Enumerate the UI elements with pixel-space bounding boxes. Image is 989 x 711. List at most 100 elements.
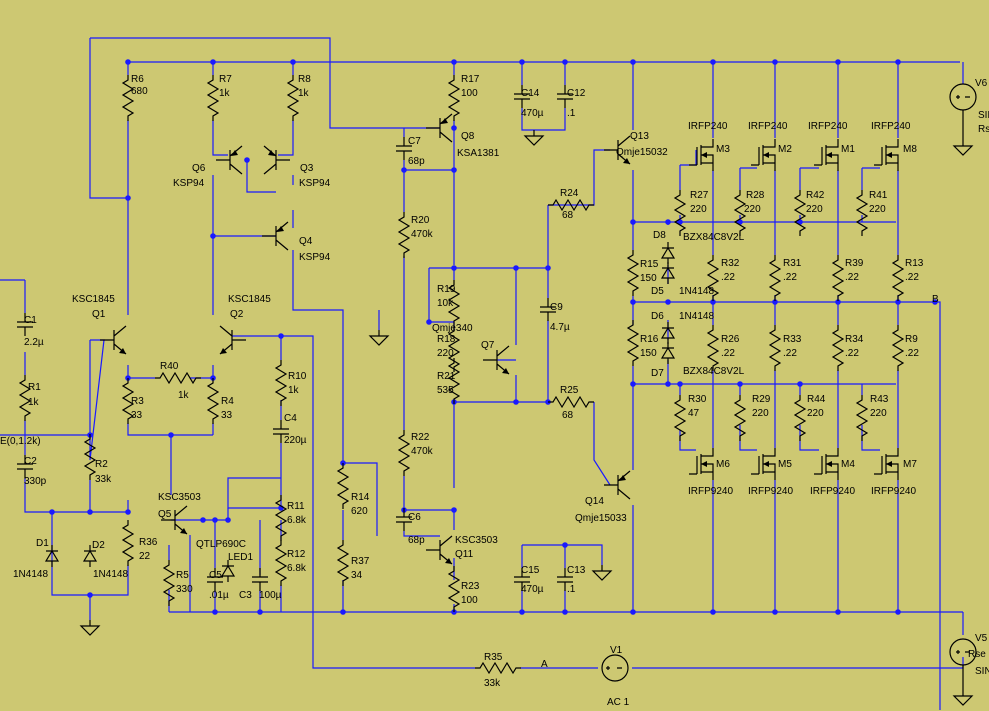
component-label: Q6 (192, 163, 206, 174)
component-label: 680 (131, 86, 148, 97)
component-label: R4 (221, 396, 234, 407)
component-label: KSP94 (173, 178, 205, 189)
component-label: R7 (219, 74, 232, 85)
wires (0, 37, 964, 710)
component-label: R42 (806, 190, 825, 201)
component-label: 33 (221, 410, 233, 421)
component-label: KSC1845 (228, 294, 271, 305)
component-label: IRFP9240 (748, 486, 793, 497)
component-label: 47 (688, 408, 700, 419)
component-label: R25 (560, 385, 579, 396)
component-label: D6 (651, 311, 664, 322)
component-label: 330p (24, 476, 47, 487)
component-label: 68 (562, 210, 574, 221)
component-label: 220 (870, 408, 887, 419)
component-label: R22 (411, 432, 430, 443)
component-label: R8 (298, 74, 311, 85)
component-label: Q4 (299, 236, 313, 247)
component-label: 33 (131, 410, 143, 421)
component-label: R1 (28, 382, 41, 393)
component-label: Qmje340 (432, 323, 473, 334)
component-label: M4 (841, 459, 855, 470)
component-label: IRFP240 (808, 121, 848, 132)
component-label: .1 (567, 108, 576, 119)
component-label: R41 (869, 190, 888, 201)
component-label: .22 (783, 272, 797, 283)
component-label: 100 (461, 595, 478, 606)
component-label: Q8 (461, 131, 475, 142)
component-label: R13 (905, 258, 924, 269)
component-label: R20 (411, 215, 430, 226)
component-label: R16 (640, 334, 659, 345)
component-label: R31 (783, 258, 802, 269)
component-label: Q1 (92, 309, 106, 320)
component-label: R18 (437, 334, 456, 345)
component-label: D1 (36, 538, 49, 549)
component-label: .22 (905, 272, 919, 283)
component-label: IRFP9240 (871, 486, 916, 497)
component-label: .22 (845, 348, 859, 359)
component-label: M5 (778, 459, 792, 470)
junction-dots (49, 59, 938, 615)
component-label: R3 (131, 396, 144, 407)
component-label: 535 (437, 385, 454, 396)
component-label: 470µ (521, 108, 544, 119)
component-label: R24 (560, 188, 579, 199)
component-label: 2.2µ (24, 337, 44, 348)
component-label: .22 (783, 348, 797, 359)
component-label: KSA1381 (457, 148, 500, 159)
component-label: R17 (461, 74, 480, 85)
component-label: 220 (752, 408, 769, 419)
component-label: C4 (284, 413, 297, 424)
component-label: 6.8k (287, 563, 307, 574)
component-label: R6 (131, 74, 144, 85)
component-label: R39 (845, 258, 864, 269)
component-label: 220 (807, 408, 824, 419)
component-label: IRFP240 (688, 121, 728, 132)
component-label: 1k (178, 390, 190, 401)
component-label: BZX84C8V2L (683, 232, 745, 243)
component-label: 68p (408, 535, 425, 546)
component-label: .1 (567, 584, 576, 595)
component-label: Q11 (455, 549, 474, 560)
component-label: 1k (298, 88, 310, 99)
component-label: Rs (978, 124, 989, 135)
component-label: C14 (521, 88, 540, 99)
component-label: C15 (521, 565, 540, 576)
component-label: 150 (640, 348, 657, 359)
component-label: D2 (92, 540, 105, 551)
component-label: 33k (95, 474, 112, 485)
component-label: C3 (239, 590, 252, 601)
component-label: M8 (903, 144, 917, 155)
component-label: Rse (968, 649, 986, 660)
component-label: R34 (845, 334, 864, 345)
component-label: V5 (975, 633, 988, 644)
component-label: 100µ (259, 590, 282, 601)
component-label: R23 (461, 581, 480, 592)
component-label: KSP94 (299, 178, 331, 189)
component-label: .22 (721, 272, 735, 283)
component-label: C9 (550, 302, 563, 313)
component-label: KSC3503 (455, 535, 498, 546)
component-label: 220 (806, 204, 823, 215)
component-label: 1N4148 (93, 569, 128, 580)
component-label: SIN (975, 666, 989, 677)
component-label: 1k (288, 385, 300, 396)
component-label: R19 (437, 284, 456, 295)
component-label: M3 (716, 144, 730, 155)
component-label: IRFP9240 (688, 486, 733, 497)
component-label: M6 (716, 459, 730, 470)
component-label: 33k (484, 678, 501, 689)
component-label: B (932, 294, 939, 305)
component-label: 1k (219, 88, 231, 99)
component-label: 4.7µ (550, 322, 570, 333)
component-label: R33 (783, 334, 802, 345)
component-label: 220 (869, 204, 886, 215)
component-label: R10 (288, 371, 307, 382)
component-label: SIN (978, 110, 989, 121)
component-label: .01µ (209, 590, 229, 601)
component-label: C12 (567, 88, 586, 99)
component-label: Qmje15032 (616, 147, 668, 158)
component-label: Q13 (630, 131, 649, 142)
